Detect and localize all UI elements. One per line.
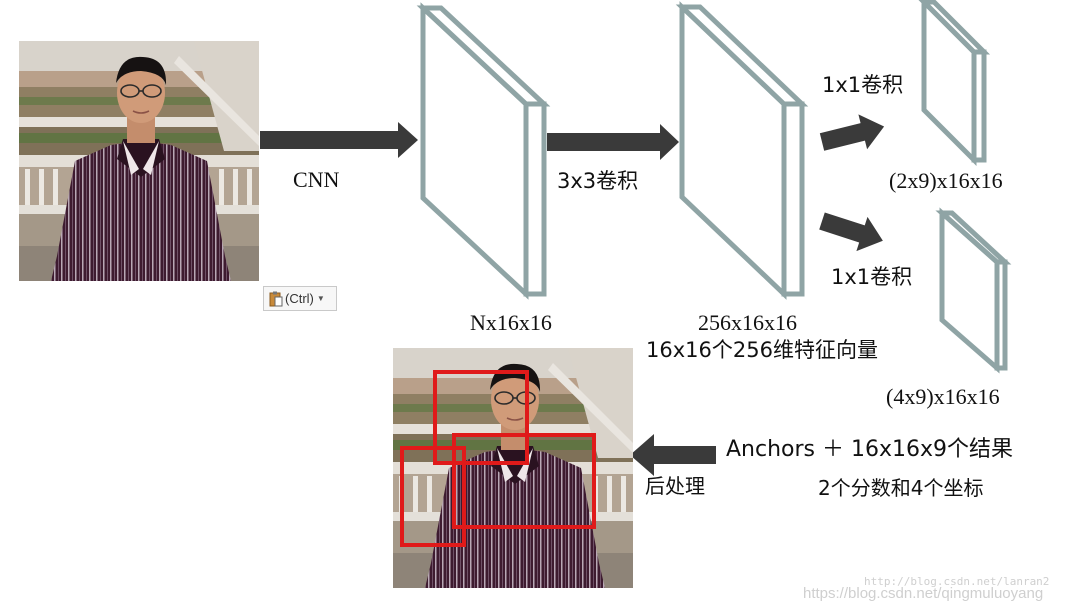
- label-postprocess: 后处理: [645, 474, 705, 498]
- feature-block-256: [675, 1, 809, 300]
- arrow-conv3x3: [547, 124, 679, 160]
- clipboard-icon: [269, 291, 283, 307]
- arrow-conv1x1-bottom: [816, 203, 889, 258]
- label-conv1x1-bottom: 1x1卷积: [831, 265, 913, 289]
- output-block-reg: [935, 207, 1012, 374]
- chevron-down-icon[interactable]: ▼: [316, 294, 325, 303]
- watermark-url-2: https://blog.csdn.net/qingmuluoyang: [803, 585, 1044, 602]
- feature-block-n: [416, 2, 551, 300]
- watermark-url-1: http://blog.csdn.net/lanran2: [864, 575, 1050, 588]
- arrow-cnn: [260, 122, 418, 158]
- label-conv3x3: 3x3卷积: [557, 169, 639, 193]
- label-reg-output: (4x9)x16x16: [886, 384, 1000, 409]
- bbox-torso: [452, 433, 596, 529]
- paste-options-label: (Ctrl): [285, 291, 314, 306]
- paste-options-button[interactable]: (Ctrl) ▼: [263, 286, 337, 311]
- arrow-conv1x1-top: [817, 109, 889, 160]
- input-image: [19, 41, 259, 281]
- arrow-postprocess: [630, 434, 716, 476]
- label-feature-map: Nx16x16: [470, 310, 552, 335]
- label-cnn: CNN: [293, 167, 340, 192]
- bbox-left: [400, 446, 466, 547]
- bbox-face: [433, 370, 529, 465]
- result-image: [393, 348, 633, 588]
- label-cls-output: (2x9)x16x16: [889, 168, 1003, 193]
- output-block-cls: [918, 0, 991, 167]
- label-conv1x1-top: 1x1卷积: [822, 73, 904, 97]
- label-feature-256: 256x16x16: [698, 310, 797, 335]
- label-feature-vectors: 16x16个256维特征向量: [646, 338, 878, 362]
- label-scores: 2个分数和4个坐标: [818, 476, 984, 500]
- label-anchors: Anchors ＋ 16x16x9个结果: [726, 437, 1014, 462]
